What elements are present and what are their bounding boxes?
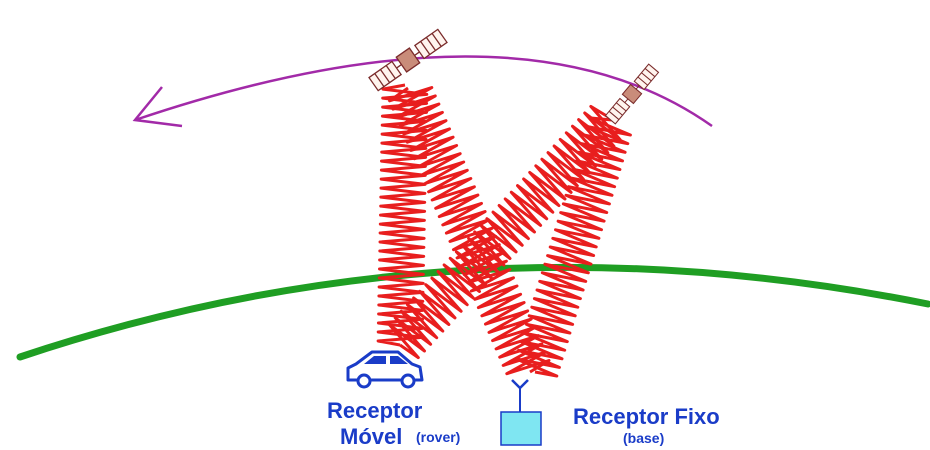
signal-paths [376,83,632,378]
signal-sat1-base [388,86,551,376]
rover-note: (rover) [416,429,461,445]
car-icon [346,350,424,389]
base-label: Receptor Fixo [573,404,720,429]
satellite-orbit [134,55,713,128]
satellite-icon [368,28,448,92]
signal-sat2-base [514,116,632,378]
signal-sat2-rover [387,104,622,360]
base-station-icon [500,379,542,446]
rover-label-line1: Receptor [327,398,423,423]
base-note: (base) [623,430,665,446]
rover-label-line2: Móvel [340,424,403,449]
satellite-icon [604,63,660,125]
arrow-head-icon [132,86,183,128]
